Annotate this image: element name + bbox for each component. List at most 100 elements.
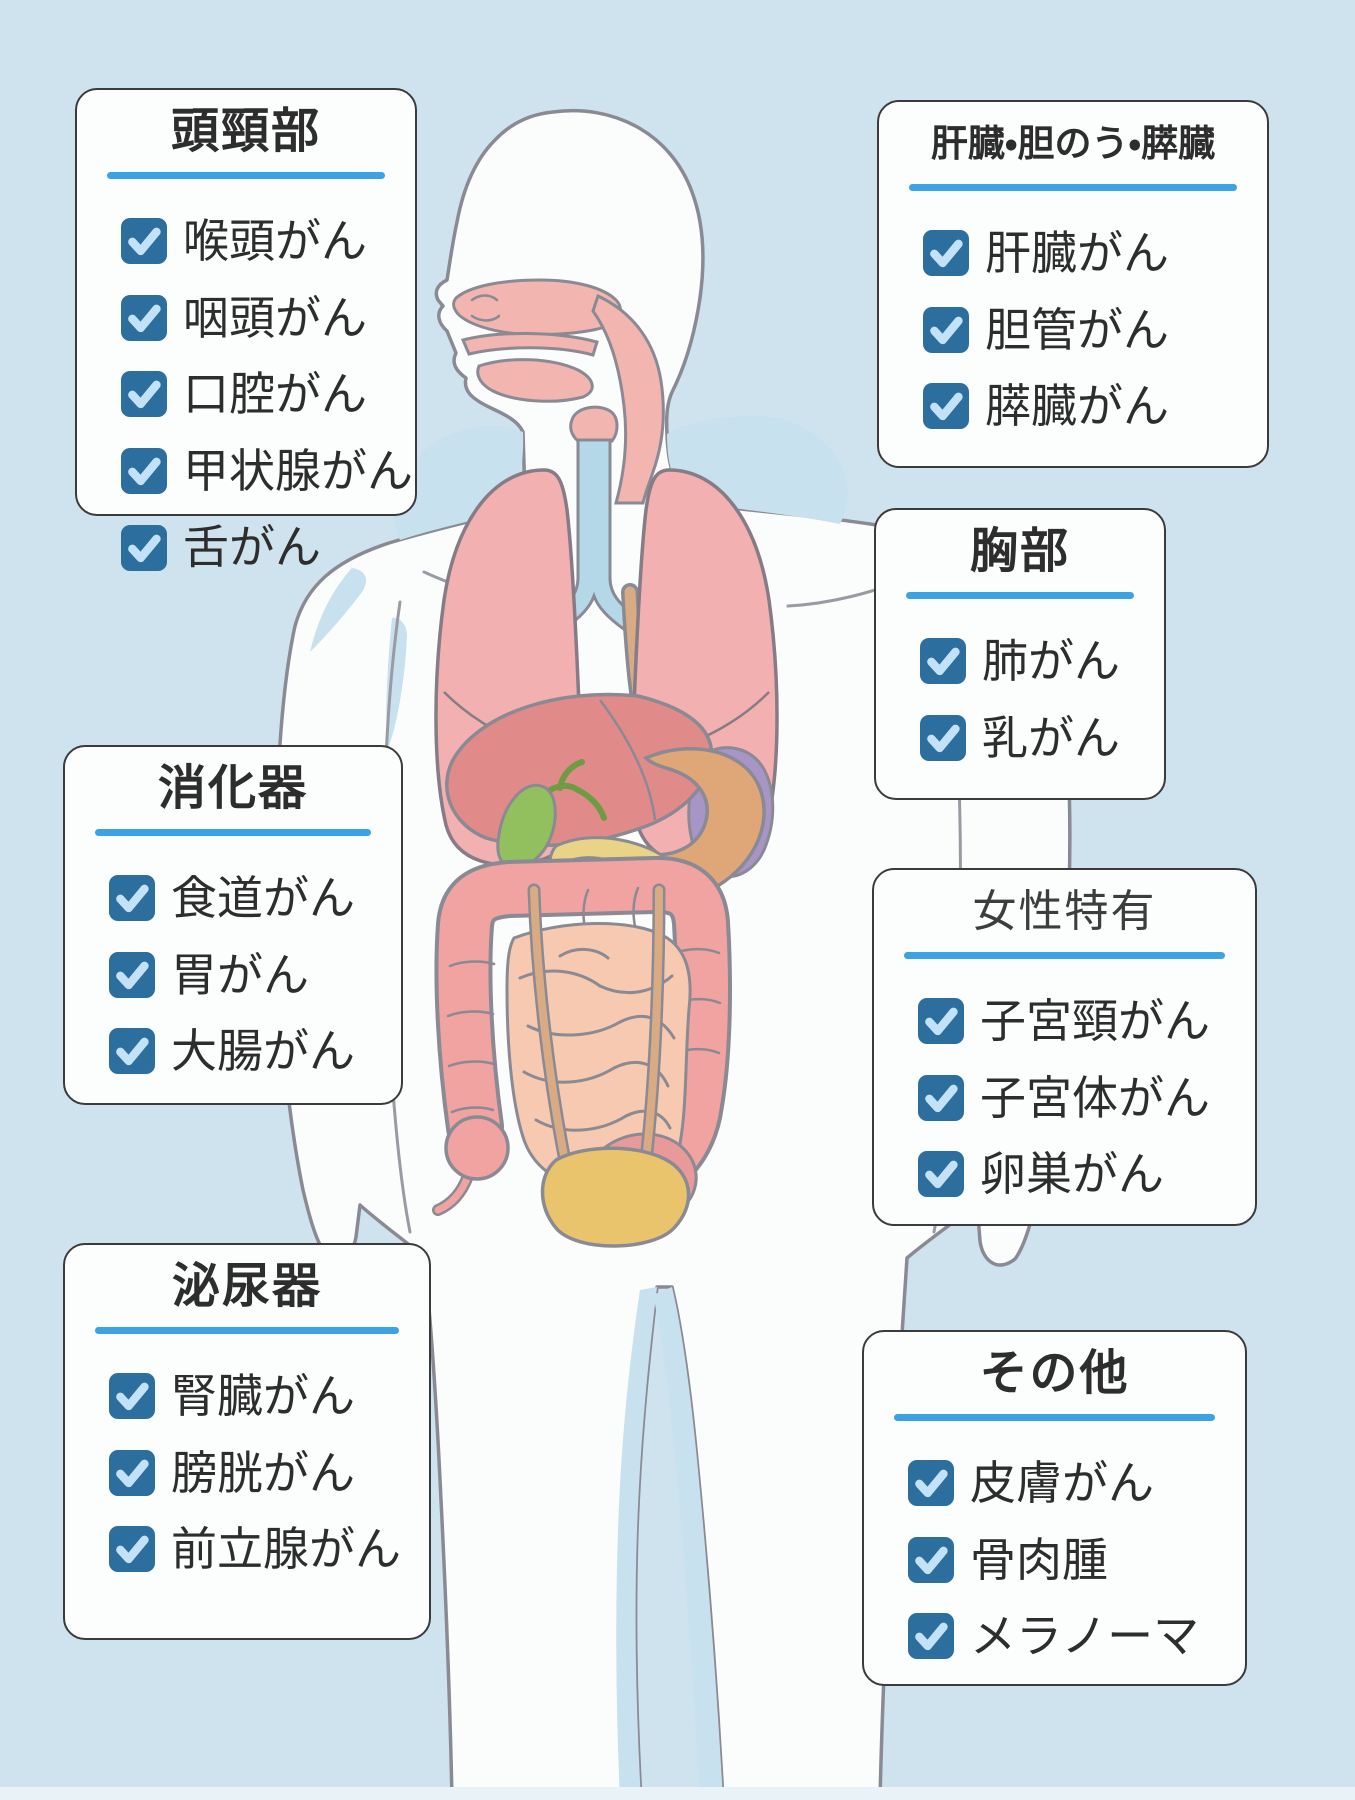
cancer-item-label: 子宮体がん [980,1071,1210,1124]
bottom-strip [0,1787,1355,1800]
cancer-item-label: 胆管がん [985,303,1169,356]
checkmark-icon [128,227,161,256]
panel-title: 頭頸部 [170,105,321,158]
checkmark-icon [116,1382,149,1411]
cancer-item-row: 舌がん [121,522,415,573]
checkmark-icon [925,1007,958,1036]
checkmark-icon [116,1038,149,1066]
panel-liver-gallbladder-pancreas: 肝臓・胆のう・膵臓 肝臓がん 胆管がん 膵臓がん [877,100,1269,468]
checkbox[interactable] [121,371,167,418]
cancer-item-row: 腎臓がん [109,1371,429,1422]
cancer-item-row: メラノーマ [908,1611,1245,1662]
item-list: 子宮頸がん 子宮体がん 卵巣がん [918,996,1255,1200]
panel-title: 泌尿器 [171,1260,322,1313]
ureters-illustration [527,883,666,1173]
checkmark-icon [927,647,960,676]
airway-illustration [452,278,665,505]
item-list: 肝臓がん 胆管がん 膵臓がん [923,228,1267,432]
panel-digestive: 消化器 食道がん 胃がん 大腸がん [63,745,403,1105]
cancer-item-row: 前立腺がん [109,1524,429,1575]
cancer-item-row: 膀胱がん [109,1447,429,1499]
cancer-item-label: 乳がん [982,711,1120,764]
checkbox[interactable] [121,524,167,571]
panel-title: 胸部 [969,525,1070,578]
checkmark-icon [927,724,960,753]
item-list: 皮膚がん 骨肉腫 メラノーマ [908,1458,1245,1662]
checkbox[interactable] [908,1613,954,1660]
cancer-item-row: 乳がん [920,711,1164,764]
title-underline [909,184,1237,191]
checkmark-icon [915,1546,948,1575]
checkmark-icon [116,1459,149,1488]
cancer-item-label: 胃がん [171,948,309,1001]
checkbox[interactable] [918,1074,964,1121]
item-list: 食道がん 胃がん 大腸がん [109,873,401,1077]
panel-title: 女性特有 [972,887,1157,936]
checkbox[interactable] [923,383,969,430]
checkbox[interactable] [920,714,966,761]
checkbox[interactable] [109,1449,155,1496]
cancer-item-label: 骨肉腫 [970,1533,1108,1586]
panel-title: その他 [979,1347,1130,1400]
checkbox[interactable] [918,1151,964,1198]
panel-female-specific: 女性特有 子宮頸がん 子宮体がん 卵巣がん [872,868,1257,1226]
cancer-item-row: 肺がん [920,636,1164,687]
cancer-item-row: 膵臓がん [923,381,1267,432]
title-underline [107,172,385,179]
checkbox[interactable] [121,294,167,341]
bladder-illustration [540,1146,691,1248]
cancer-item-row: 大腸がん [109,1026,401,1077]
checkmark-icon [128,457,161,486]
cancer-item-row: 喉頭がん [121,216,415,267]
cancer-item-row: 食道がん [109,873,401,924]
cancer-item-row: 皮膚がん [908,1458,1245,1509]
title-underline [906,592,1134,599]
checkmark-icon [116,1536,149,1564]
checkbox[interactable] [109,1028,155,1075]
checkbox[interactable] [121,448,167,495]
checkbox[interactable] [923,230,969,277]
checkmark-icon [915,1469,948,1498]
cancer-item-label: 腎臓がん [171,1370,355,1422]
title-underline [894,1414,1215,1421]
checkmark-icon [925,1161,958,1189]
checkbox[interactable] [109,1526,155,1573]
title-underline [95,1327,399,1334]
cancer-item-row: 甲状腺がん [121,446,415,497]
cancer-item-label: 喉頭がん [183,215,367,267]
checkmark-icon [930,316,963,345]
checkbox[interactable] [109,1373,155,1420]
cancer-item-row: 子宮体がん [918,1071,1255,1124]
checkbox[interactable] [918,998,964,1045]
cancer-item-label: 大腸がん [171,1025,355,1078]
checkbox[interactable] [109,875,155,922]
cancer-item-label: 咽頭がん [183,291,367,344]
checkbox[interactable] [920,638,966,685]
checkmark-icon [128,534,161,562]
cancer-item-label: 口腔がん [183,368,367,421]
checkmark-icon [930,393,963,421]
cancer-item-row: 子宮頸がん [918,996,1255,1047]
title-underline [95,829,371,836]
checkmark-icon [128,304,161,333]
cancer-item-label: 膵臓がん [985,380,1169,433]
checkbox[interactable] [121,218,167,265]
cancer-item-row: 口腔がん [121,369,415,420]
checkmark-icon [116,884,149,913]
checkmark-icon [915,1623,948,1651]
checkbox[interactable] [923,306,969,353]
cancer-item-label: 甲状腺がん [183,444,413,497]
cancer-item-row: 肝臓がん [923,228,1267,279]
cancer-item-label: 前立腺がん [171,1523,401,1576]
panel-title: 肝臓・胆のう・膵臓 [930,123,1216,164]
item-list: 喉頭がん 咽頭がん 口腔がん 甲状腺がん 舌がん [121,216,415,573]
panel-head-neck: 頭頸部 喉頭がん 咽頭がん 口腔がん 甲状腺がん 舌がん [75,88,417,572]
cancer-item-row: 骨肉腫 [908,1533,1245,1586]
checkbox[interactable] [908,1536,954,1583]
cancer-item-row: 胆管がん [923,303,1267,356]
cancer-item-label: メラノーマ [970,1610,1200,1663]
cancer-item-label: 皮膚がん [970,1457,1154,1509]
checkbox[interactable] [109,951,155,998]
checkbox[interactable] [908,1460,954,1507]
